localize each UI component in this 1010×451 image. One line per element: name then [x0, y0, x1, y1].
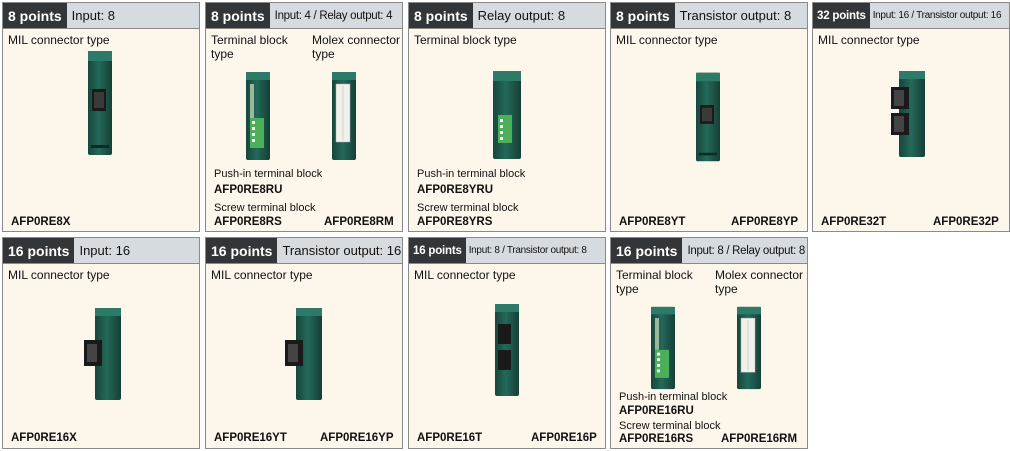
model-number-left: AFP0RE8YT — [619, 216, 686, 228]
model-number-right: AFP0RE8YP — [731, 216, 799, 228]
type-label: MIL connector type — [414, 268, 516, 282]
card-header: 16 points Input: 16 — [3, 238, 199, 264]
model-number-right: AFP0RE32P — [933, 216, 999, 228]
spec-label: Input: 8 — [71, 8, 116, 23]
card-header: 8 points Input: 4 / Relay output: 4 — [206, 3, 402, 29]
card-header: 32 points Input: 16 / Transistor output:… — [813, 3, 1009, 29]
spec-label: Input: 8 / Transistor output: 8 — [468, 245, 587, 256]
type-label-terminal: Terminal block type — [616, 268, 693, 296]
points-label: 8 points — [3, 3, 67, 28]
screw-label: Screw terminal block — [619, 420, 721, 432]
spec-label: Transistor output: 16 — [282, 243, 402, 258]
type-label: MIL connector type — [8, 33, 110, 47]
screw-label: Screw terminal block — [214, 202, 316, 214]
molex-model: AFP0RE8RM — [324, 216, 394, 228]
module-image-molex — [735, 305, 763, 391]
module-image-mil — [690, 71, 726, 163]
push-in-label: Push-in terminal block — [619, 391, 728, 403]
model-number-right: AFP0RE16YP — [320, 432, 394, 444]
product-card-afp0re8y: 8 points Transistor output: 8 MIL connec… — [610, 2, 808, 232]
card-header: 16 points Input: 8 / Relay output: 8 — [611, 238, 807, 264]
screw-model: AFP0RE8YRS — [417, 216, 493, 228]
model-number-left: AFP0RE16YT — [214, 432, 287, 444]
spec-label: Transistor output: 8 — [679, 8, 792, 23]
model-number: AFP0RE8X — [11, 216, 71, 228]
push-in-label: Push-in terminal block — [214, 168, 323, 180]
module-image-mil — [82, 49, 118, 157]
model-number-left: AFP0RE32T — [821, 216, 887, 228]
type-label-terminal: Terminal block type — [211, 33, 288, 61]
molex-model: AFP0RE16RM — [721, 433, 798, 445]
model-number-right: AFP0RE16P — [531, 432, 597, 444]
module-image-terminal — [244, 70, 272, 162]
points-label: 32 points — [813, 3, 870, 28]
module-image-terminal — [489, 69, 525, 161]
type-label-molex: Molex connector type — [312, 33, 401, 61]
product-card-afp0re16x: 16 points Input: 16 MIL connector type A… — [2, 237, 200, 449]
type-label: Terminal block type — [414, 33, 517, 47]
model-number-left: AFP0RE16T — [417, 432, 483, 444]
points-label: 8 points — [611, 3, 675, 28]
module-image-mil-dual — [489, 302, 525, 398]
spec-label: Input: 4 / Relay output: 4 — [274, 9, 393, 22]
points-label: 16 points — [206, 238, 278, 263]
screw-model: AFP0RE8RS — [214, 216, 282, 228]
type-label-molex: Molex connector type — [715, 268, 804, 296]
spec-label: Input: 16 — [79, 243, 131, 258]
spec-label: Relay output: 8 — [477, 8, 566, 23]
module-image-mil — [282, 306, 326, 402]
spec-label: Input: 8 / Relay output: 8 — [687, 244, 805, 257]
card-header: 16 points Transistor output: 16 — [206, 238, 402, 264]
points-label: 8 points — [206, 3, 270, 28]
push-in-model: AFP0RE8YRU — [417, 184, 494, 196]
card-header: 8 points Transistor output: 8 — [611, 3, 807, 29]
type-label: MIL connector type — [8, 268, 110, 282]
type-label: MIL connector type — [818, 33, 920, 47]
points-label: 16 points — [409, 238, 466, 263]
type-label: MIL connector type — [616, 33, 718, 47]
product-card-afp0re16y: 16 points Transistor output: 16 MIL conn… — [205, 237, 403, 449]
module-image-mil-dual — [887, 69, 931, 159]
push-in-model: AFP0RE16RU — [619, 405, 694, 417]
product-card-afp0re8r: 8 points Input: 4 / Relay output: 4 Term… — [205, 2, 403, 232]
card-header: 16 points Input: 8 / Transistor output: … — [409, 238, 605, 264]
push-in-label: Push-in terminal block — [417, 168, 526, 180]
screw-model: AFP0RE16RS — [619, 433, 694, 445]
points-label: 8 points — [409, 3, 473, 28]
points-label: 16 points — [611, 238, 683, 263]
points-label: 16 points — [3, 238, 75, 263]
module-image-terminal — [649, 305, 677, 391]
type-label: MIL connector type — [211, 268, 313, 282]
card-header: 8 points Input: 8 — [3, 3, 199, 29]
product-card-afp0re8yr: 8 points Relay output: 8 Terminal block … — [408, 2, 606, 232]
product-card-afp0re8x: 8 points Input: 8 MIL connector type AFP… — [2, 2, 200, 232]
product-card-afp0re16r: 16 points Input: 8 / Relay output: 8 Ter… — [610, 237, 808, 449]
push-in-model: AFP0RE8RU — [214, 184, 283, 196]
card-header: 8 points Relay output: 8 — [409, 3, 605, 29]
model-number: AFP0RE16X — [11, 432, 77, 444]
screw-label: Screw terminal block — [417, 202, 519, 214]
product-card-afp0re32: 32 points Input: 16 / Transistor output:… — [812, 2, 1010, 232]
spec-label: Input: 16 / Transistor output: 16 — [872, 10, 1002, 21]
module-image-mil — [81, 306, 125, 402]
module-image-molex — [330, 70, 358, 162]
product-card-afp0re16tp: 16 points Input: 8 / Transistor output: … — [408, 237, 606, 449]
